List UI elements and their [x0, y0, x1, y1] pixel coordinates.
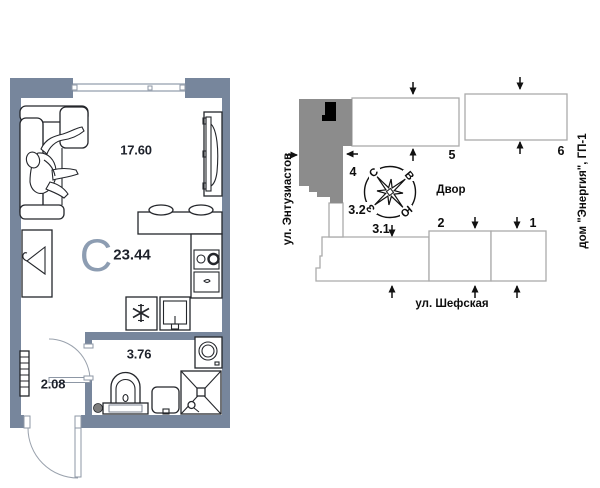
cabinet — [193, 271, 220, 293]
hanger-icon — [22, 245, 46, 276]
building-6-label: 6 — [557, 144, 565, 158]
building-4-label: 4 — [349, 165, 357, 179]
snowflake-icon — [132, 304, 150, 322]
street-bottom-label: ул. Шефская — [415, 298, 489, 310]
total-area-label: 23.44 — [113, 246, 151, 264]
building-1 — [490, 230, 547, 282]
shower-head-icon — [187, 400, 196, 410]
bin-icon — [93, 403, 103, 413]
building-3-1 — [315, 236, 430, 282]
wall-left — [10, 98, 21, 428]
street-left-label: ул. Энтузиастов — [282, 152, 294, 246]
apartment-location-marker — [322, 102, 336, 121]
kitchen-sink — [159, 296, 191, 331]
tv-unit — [202, 111, 223, 197]
fridge — [125, 296, 158, 331]
wall-bathroom-left-lower — [85, 377, 92, 415]
building-3-1-label: 3.1 — [372, 222, 390, 236]
toilet — [151, 386, 180, 415]
building-2 — [428, 230, 492, 282]
building-3-2-label: 3.2 — [348, 203, 366, 217]
wall-bottom-left — [10, 415, 24, 428]
compass-icon: С В Ю З — [363, 165, 417, 219]
wall-top-right — [185, 78, 230, 98]
kitchen-run — [190, 233, 223, 299]
siteplan: С В Ю З — [286, 77, 568, 298]
kitchen-counter — [137, 204, 223, 235]
person-figure — [25, 126, 85, 199]
radiator — [19, 350, 30, 397]
wardrobe — [21, 229, 53, 298]
window — [71, 83, 186, 92]
stool — [148, 204, 174, 216]
building-5-label: 5 — [448, 148, 456, 162]
building-6 — [464, 93, 568, 141]
courtyard-label: Двор — [436, 184, 466, 196]
wall-bathroom-left-upper — [85, 340, 92, 346]
bathroom-sink — [93, 371, 149, 415]
room-area-label: 17.60 — [120, 142, 152, 158]
apartment-type-letter: С — [79, 230, 113, 281]
entrance-door — [23, 415, 82, 479]
building-1-label: 1 — [529, 216, 537, 230]
wall-top-left — [10, 78, 73, 98]
bathroom-area-label: 3.76 — [126, 346, 152, 362]
shower — [180, 370, 222, 415]
building-2-label: 2 — [437, 216, 445, 230]
building-4-highlighted — [299, 99, 352, 203]
interior-door — [48, 338, 94, 383]
hall-area-label: 2.08 — [40, 376, 66, 392]
stool — [188, 204, 214, 216]
washing-machine — [194, 336, 223, 369]
floorplan — [10, 78, 230, 479]
building-3-2 — [328, 202, 344, 238]
building-5 — [351, 97, 460, 147]
wall-bottom-right — [81, 415, 230, 428]
entrance-arrows — [286, 77, 524, 298]
wall-right — [222, 98, 230, 428]
wall-bathroom-top — [85, 332, 230, 340]
house-right-label: дом "Энергия", ГП-1 — [577, 133, 589, 249]
